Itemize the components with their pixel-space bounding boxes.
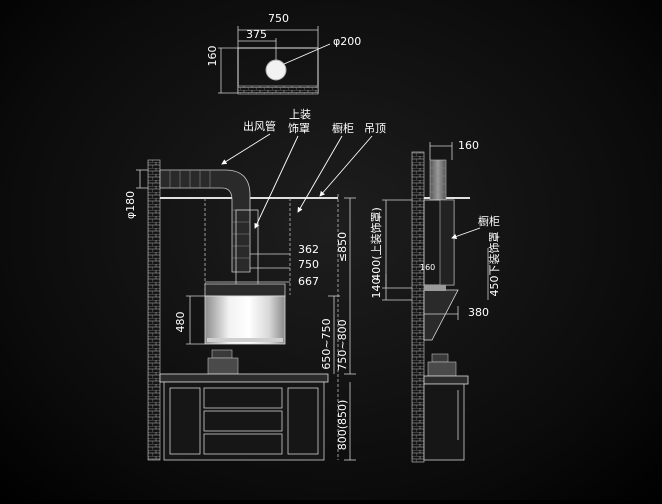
hood-glass-panel <box>204 295 286 345</box>
label-upper-cover-line2: 饰罩 <box>288 121 310 135</box>
hood-top-panel <box>204 283 286 297</box>
dim-750-front: 750 <box>298 258 319 271</box>
dim-380: 380 <box>468 306 489 319</box>
label-upper-cover-line1: 上装 <box>289 108 311 121</box>
dim-160-top: 160 <box>206 46 219 67</box>
dim-750-top: 750 <box>268 12 289 25</box>
exhaust-duct <box>159 169 251 273</box>
top-view: 750 375 160 φ200 <box>206 12 361 95</box>
dim-le850: ≤850 <box>336 232 349 262</box>
dim-650-750: 650~750 <box>320 318 333 369</box>
pot-icon <box>211 349 233 359</box>
side-view: 160 橱柜 400(上装饰罩) 160 140 450下装饰罩 380 <box>369 139 501 463</box>
countertop <box>159 373 329 383</box>
dim-phi180: φ180 <box>124 191 137 219</box>
front-view: 出风管 上装 饰罩 橱柜 吊顶 φ180 362 750 667 480 ≤85… <box>124 108 386 461</box>
dim-375: 375 <box>246 28 267 41</box>
base-cabinet <box>163 381 325 461</box>
dim-750-800: 750~800 <box>336 319 349 370</box>
hood-bottom-bar <box>207 338 283 342</box>
dim-phi200: φ200 <box>333 35 361 48</box>
phi200-leader <box>283 43 331 65</box>
dim-362: 362 <box>298 243 319 256</box>
label-exhaust-pipe: 出风管 <box>243 119 276 133</box>
duct-hole-icon <box>265 59 287 81</box>
side-base-cabinet <box>423 383 465 461</box>
top-view-wall <box>237 85 319 95</box>
label-ceiling: 吊顶 <box>364 122 386 135</box>
side-pot-icon <box>431 353 449 363</box>
dim-800-850: 800(850) <box>336 400 349 451</box>
label-cabinet-front: 橱柜 <box>332 121 354 135</box>
left-wall <box>147 159 161 461</box>
right-wall <box>411 151 425 463</box>
dim-140: 140 <box>370 278 383 299</box>
dim-160-small: 160 <box>420 263 435 272</box>
side-duct <box>429 159 447 201</box>
dim-450-lower-cover: 450下装饰罩 <box>487 232 501 297</box>
stove-icon <box>207 357 239 375</box>
label-cabinet-side: 橱柜 <box>478 214 500 228</box>
dim-667: 667 <box>298 275 319 288</box>
dim-400-upper-cover: 400(上装饰罩) <box>369 207 383 281</box>
dim-160-side: 160 <box>458 139 479 152</box>
side-hood <box>423 289 459 341</box>
dim-480: 480 <box>174 312 187 333</box>
